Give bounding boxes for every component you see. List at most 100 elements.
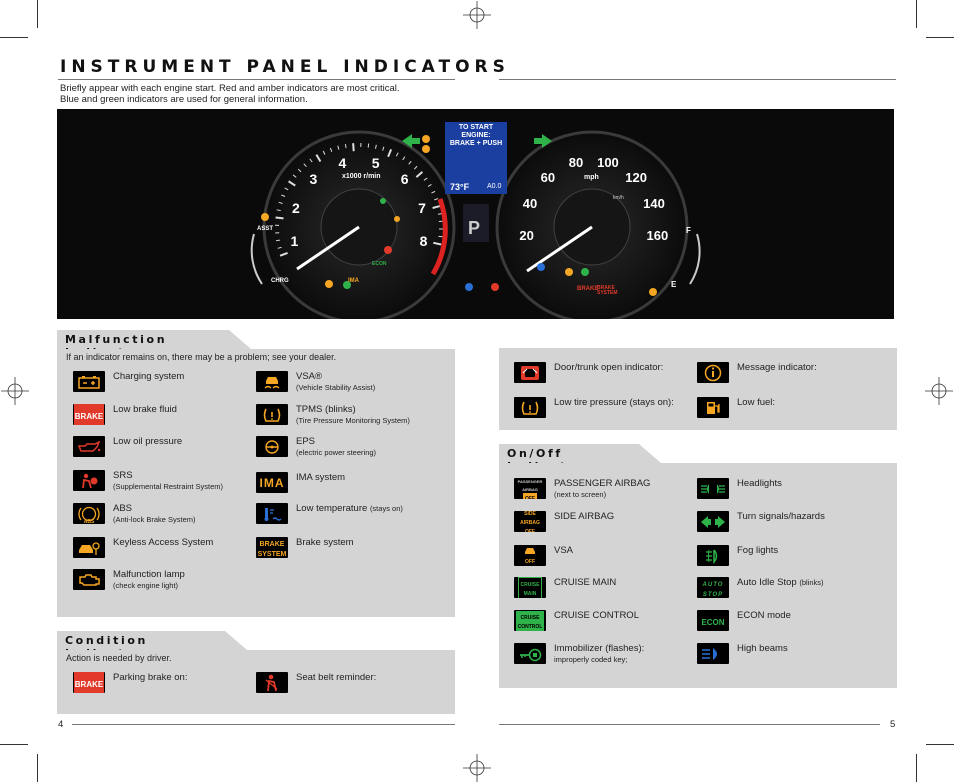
icon-text: CRUISE <box>520 614 540 621</box>
icon-text: OFF <box>524 529 535 533</box>
indicator-text: ABS(Anti-lock Brake System) <box>113 503 196 525</box>
indicator-text: IMA system <box>296 472 345 484</box>
footer-rule-right <box>499 724 880 725</box>
indicator-label: Charging system <box>113 371 185 382</box>
indicator-text: PASSENGER AIRBAG(next to screen) <box>554 478 650 500</box>
icon-text: STOP <box>702 591 724 598</box>
turn-signal-icon <box>697 511 729 532</box>
onoff-item: AUTO STOP Auto Idle Stop (blinks) <box>697 577 824 598</box>
condition-tab: Condition Indicators <box>57 631 247 660</box>
crop-mark <box>916 754 917 782</box>
gauge-number: 40 <box>522 196 538 212</box>
indicator-text: Fog lights <box>737 545 778 557</box>
icon-text: AUTO <box>702 581 724 588</box>
registration-mark-icon <box>1 377 29 405</box>
indicator-label: CRUISE CONTROL <box>554 610 639 621</box>
vsa-off-icon: OFF <box>514 545 546 566</box>
keyless-access-icon <box>73 537 105 558</box>
indicator-sub-label: (Tire Pressure Monitoring System) <box>296 415 410 425</box>
icon-text: OFF <box>525 558 535 565</box>
onoff-item: Fog lights <box>697 545 778 566</box>
intro-line-1: Briefly appear with each engine start. R… <box>60 83 400 94</box>
ima-label: IMA <box>348 278 359 284</box>
registration-mark-icon <box>463 1 491 29</box>
indicator-text: Auto Idle Stop (blinks) <box>737 577 824 589</box>
misc-indicator-item: Low tire pressure (stays on): <box>514 397 674 418</box>
indicator-text: Parking brake on: <box>113 672 187 684</box>
indicator-text: Low tire pressure (stays on): <box>554 397 674 409</box>
title-rule <box>58 79 455 80</box>
icon-text: SIDE <box>524 511 536 517</box>
title-rule-right <box>499 79 896 80</box>
high-beam-icon <box>697 643 729 664</box>
icon-text: ABS <box>83 518 95 524</box>
screen-line-2: ENGINE: <box>461 132 491 139</box>
malfunction-subtitle: If an indicator remains on, there may be… <box>66 352 337 362</box>
indicator-sub-label: improperly coded key; <box>554 654 628 664</box>
fuel-full-label: F <box>686 226 691 235</box>
onoff-tab: On/Off Indicators <box>499 444 661 473</box>
icon-text: AIRBAG <box>520 520 540 526</box>
indicator-text: Door/trunk open indicator: <box>554 362 663 374</box>
indicator-text: Low brake fluid <box>113 404 177 416</box>
malfunction-item: SRS(Supplemental Restraint System) <box>73 470 223 492</box>
abs-icon: ABS <box>73 503 105 524</box>
crop-mark <box>37 754 38 782</box>
indicator-text: VSA <box>554 545 573 557</box>
srs-icon <box>73 470 105 491</box>
intro-line-2: Blue and green indicators are used for g… <box>60 94 308 105</box>
gauge-number: 8 <box>419 232 428 249</box>
onoff-item: Immobilizer (flashes):improperly coded k… <box>514 643 644 665</box>
indicator-label: High beams <box>737 643 788 654</box>
indicator-label: Malfunction lamp <box>113 569 185 580</box>
indicator-label: Low oil pressure <box>113 436 183 447</box>
indicator-text: EPS(electric power steering) <box>296 436 376 458</box>
icon-text: PASSENGER <box>517 478 543 484</box>
malfunction-item: TPMS (blinks)(Tire Pressure Monitoring S… <box>256 404 410 426</box>
econ-label: ECON <box>372 261 387 267</box>
indicator-label: Keyless Access System <box>113 537 214 548</box>
headlights-icon <box>697 478 729 499</box>
footer-rule-left <box>72 724 455 725</box>
vsa-icon <box>256 371 288 392</box>
indicator-label: ECON mode <box>737 610 791 621</box>
indicator-sub-label: (Anti-lock Brake System) <box>113 514 196 524</box>
indicator-label: ABS <box>113 503 133 514</box>
icon-text: CONTROL <box>517 623 543 630</box>
indicator-sub-label: (electric power steering) <box>296 447 377 457</box>
indicator-text: Turn signals/hazards <box>737 511 825 523</box>
indicator-sub-label: (blinks) <box>799 578 824 587</box>
message-icon <box>697 362 729 383</box>
gauge-number: 20 <box>519 228 534 244</box>
gauge-number: 6 <box>400 171 409 188</box>
onoff-item: ECON ECON mode <box>697 610 791 631</box>
page-number-left: 4 <box>58 719 64 730</box>
speed-unit: mph <box>584 174 599 181</box>
gauge-number: 4 <box>338 155 347 172</box>
indicator-text: VSA®(Vehicle Stability Assist) <box>296 371 375 393</box>
icon-text: MAIN <box>523 590 537 597</box>
fog-lights-icon <box>697 545 729 566</box>
tpms-icon <box>256 404 288 425</box>
icon-text: BRAKE <box>74 679 104 689</box>
indicator-label: SRS <box>113 470 133 481</box>
eps-icon <box>256 436 288 457</box>
gauge-number: 2 <box>292 199 300 216</box>
indicator-sub-label: (stays on) <box>369 504 403 513</box>
speed-unit-km: km/h <box>613 195 624 201</box>
gauge-number: 120 <box>625 169 647 185</box>
fuel-empty-label: E <box>671 280 677 289</box>
malfunction-item: EPS(electric power steering) <box>256 436 376 458</box>
indicator-text: CRUISE CONTROL <box>554 610 639 622</box>
econ-mode-icon: ECON <box>697 610 729 631</box>
door-open-icon <box>514 362 546 383</box>
indicator-text: High beams <box>737 643 788 655</box>
screen-right: A0.0 <box>487 183 502 190</box>
side-airbag-icon: SIDE AIRBAG OFF <box>514 511 546 532</box>
indicator-label: IMA system <box>296 472 346 483</box>
indicator-label: Brake system <box>296 537 354 548</box>
malfunction-item: Keyless Access System <box>73 537 213 558</box>
onoff-item: SIDE AIRBAG OFF SIDE AIRBAG <box>514 511 614 532</box>
indicator-text: Low fuel: <box>737 397 775 409</box>
